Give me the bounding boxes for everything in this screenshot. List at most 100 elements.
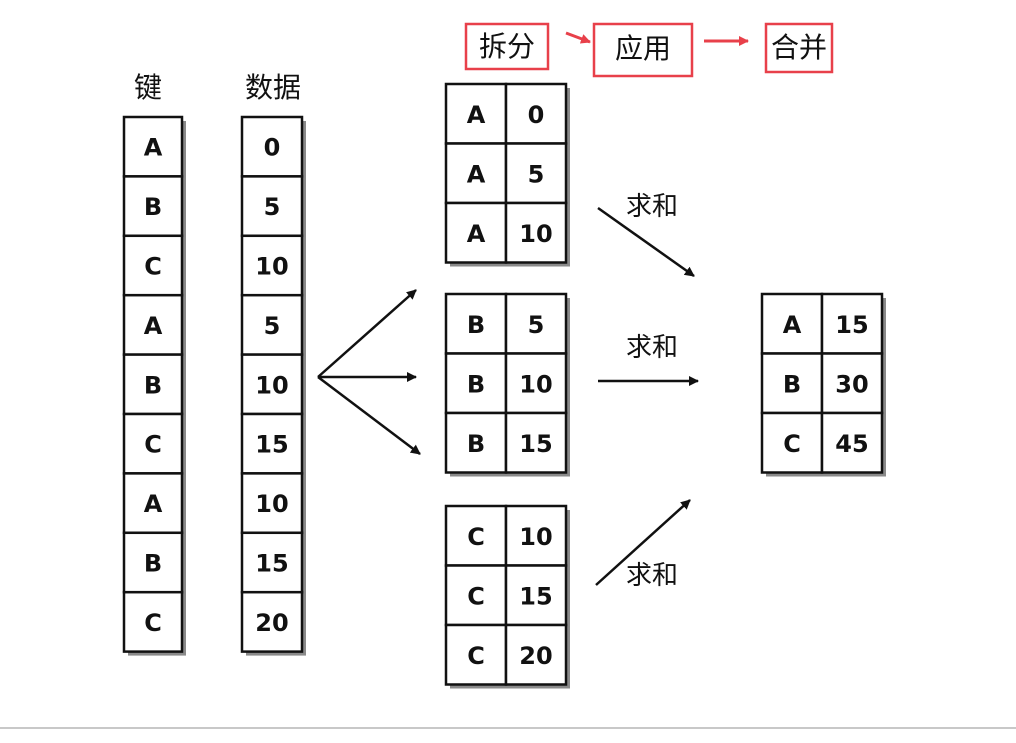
- group-cell-text: C: [467, 523, 485, 551]
- group-cell: [504, 201, 568, 264]
- key-cell-text: C: [144, 609, 162, 637]
- key-cell: [122, 412, 184, 475]
- step-split-label: 拆分: [479, 30, 535, 63]
- result-cell-text: 30: [835, 370, 868, 398]
- value-cell-text: 5: [264, 312, 281, 340]
- split-arrows: [317, 289, 421, 455]
- value-cell: [240, 353, 304, 416]
- group-cell-text: A: [467, 101, 486, 129]
- result-cell-text: C: [783, 430, 801, 458]
- apply-arrow-c: [595, 499, 691, 586]
- value-cell-text: 10: [255, 490, 288, 518]
- key-cell-text: A: [144, 312, 163, 340]
- key-cell-text: B: [144, 193, 162, 221]
- result-cell: [820, 411, 884, 474]
- key-cell: [122, 175, 184, 238]
- group-cell-text: 10: [519, 370, 552, 398]
- group-cell-text: 5: [528, 311, 545, 339]
- key-cell-text: A: [144, 490, 163, 518]
- value-cell: [240, 234, 304, 297]
- group-cell-text: C: [467, 582, 485, 610]
- step-combine-label: 合并: [771, 31, 827, 64]
- key-cell: [122, 531, 184, 594]
- apply-label-b: 求和: [626, 333, 678, 363]
- result-cell-text: B: [783, 370, 801, 398]
- group-cell: [444, 292, 508, 355]
- result-cell: [760, 352, 824, 415]
- group-cell-text: B: [467, 430, 485, 458]
- group-cell-text: 5: [528, 160, 545, 188]
- value-cell: [240, 412, 304, 475]
- step-arrow-1: [565, 31, 591, 44]
- step-combine-box: [764, 22, 834, 74]
- group-cell: [444, 623, 508, 686]
- value-cell-text: 15: [255, 550, 288, 578]
- value-cell: [240, 472, 304, 535]
- data-column-header: 数据: [245, 71, 301, 104]
- key-cell: [122, 353, 184, 416]
- result-cell-text: 15: [835, 311, 868, 339]
- step-split: 拆分: [464, 22, 550, 71]
- key-column: A B C A B C A B C: [122, 115, 186, 656]
- step-apply-box: [592, 22, 694, 78]
- result-table: A 15B 30C 45: [760, 292, 886, 477]
- group-cell: [504, 411, 568, 474]
- step-split-box: [464, 22, 550, 71]
- split-arrow-c: [317, 376, 421, 455]
- group-cell-text: 0: [528, 101, 545, 129]
- step-apply: 应用: [592, 22, 694, 78]
- apply-label-c: 求和: [626, 561, 678, 591]
- key-cell: [122, 293, 184, 356]
- group-cell-text: A: [467, 220, 486, 248]
- apply-arrows: 求和 求和 求和: [595, 192, 699, 591]
- result-cell: [760, 411, 824, 474]
- group-cell-text: 10: [519, 523, 552, 551]
- group-cell: [504, 623, 568, 686]
- step-apply-label: 应用: [615, 32, 671, 65]
- key-cell: [122, 472, 184, 535]
- value-cell-text: 5: [264, 193, 281, 221]
- key-cell-text: A: [144, 134, 163, 162]
- value-cell-text: 15: [255, 431, 288, 459]
- group-cell: [444, 564, 508, 627]
- apply-arrow-a: [597, 206, 695, 278]
- step-combine: 合并: [764, 22, 834, 74]
- split-arrow-a: [317, 289, 417, 378]
- group-cell-text: A: [467, 160, 486, 188]
- key-cell-text: C: [144, 431, 162, 459]
- result-cell-text: A: [783, 311, 802, 339]
- group-cell-text: 20: [519, 642, 552, 670]
- value-cell-text: 10: [255, 253, 288, 281]
- value-cell-text: 0: [264, 134, 281, 162]
- key-cell: [122, 234, 184, 297]
- key-cell-text: B: [144, 371, 162, 399]
- group-cell: [444, 201, 508, 264]
- key-cell-text: C: [144, 253, 162, 281]
- value-cell: [240, 590, 304, 653]
- group-cell-text: 10: [519, 220, 552, 248]
- value-cell: [240, 293, 304, 356]
- key-cell-text: B: [144, 550, 162, 578]
- group-cell: [444, 411, 508, 474]
- result-cell-text: 45: [835, 430, 868, 458]
- key-cell: [122, 590, 184, 653]
- key-column-header: 键: [134, 71, 162, 104]
- group-cell-text: 15: [519, 430, 552, 458]
- group-cell-text: B: [467, 370, 485, 398]
- value-cell-text: 20: [255, 609, 288, 637]
- group-cell-text: C: [467, 642, 485, 670]
- group-cell: [504, 564, 568, 627]
- group-cell: [504, 504, 568, 567]
- group-cell-text: B: [467, 311, 485, 339]
- value-cell: [240, 175, 304, 238]
- result-cell: [820, 292, 884, 355]
- group-cell: [444, 142, 508, 205]
- apply-label-a: 求和: [626, 192, 678, 222]
- group-cell-text: 15: [519, 582, 552, 610]
